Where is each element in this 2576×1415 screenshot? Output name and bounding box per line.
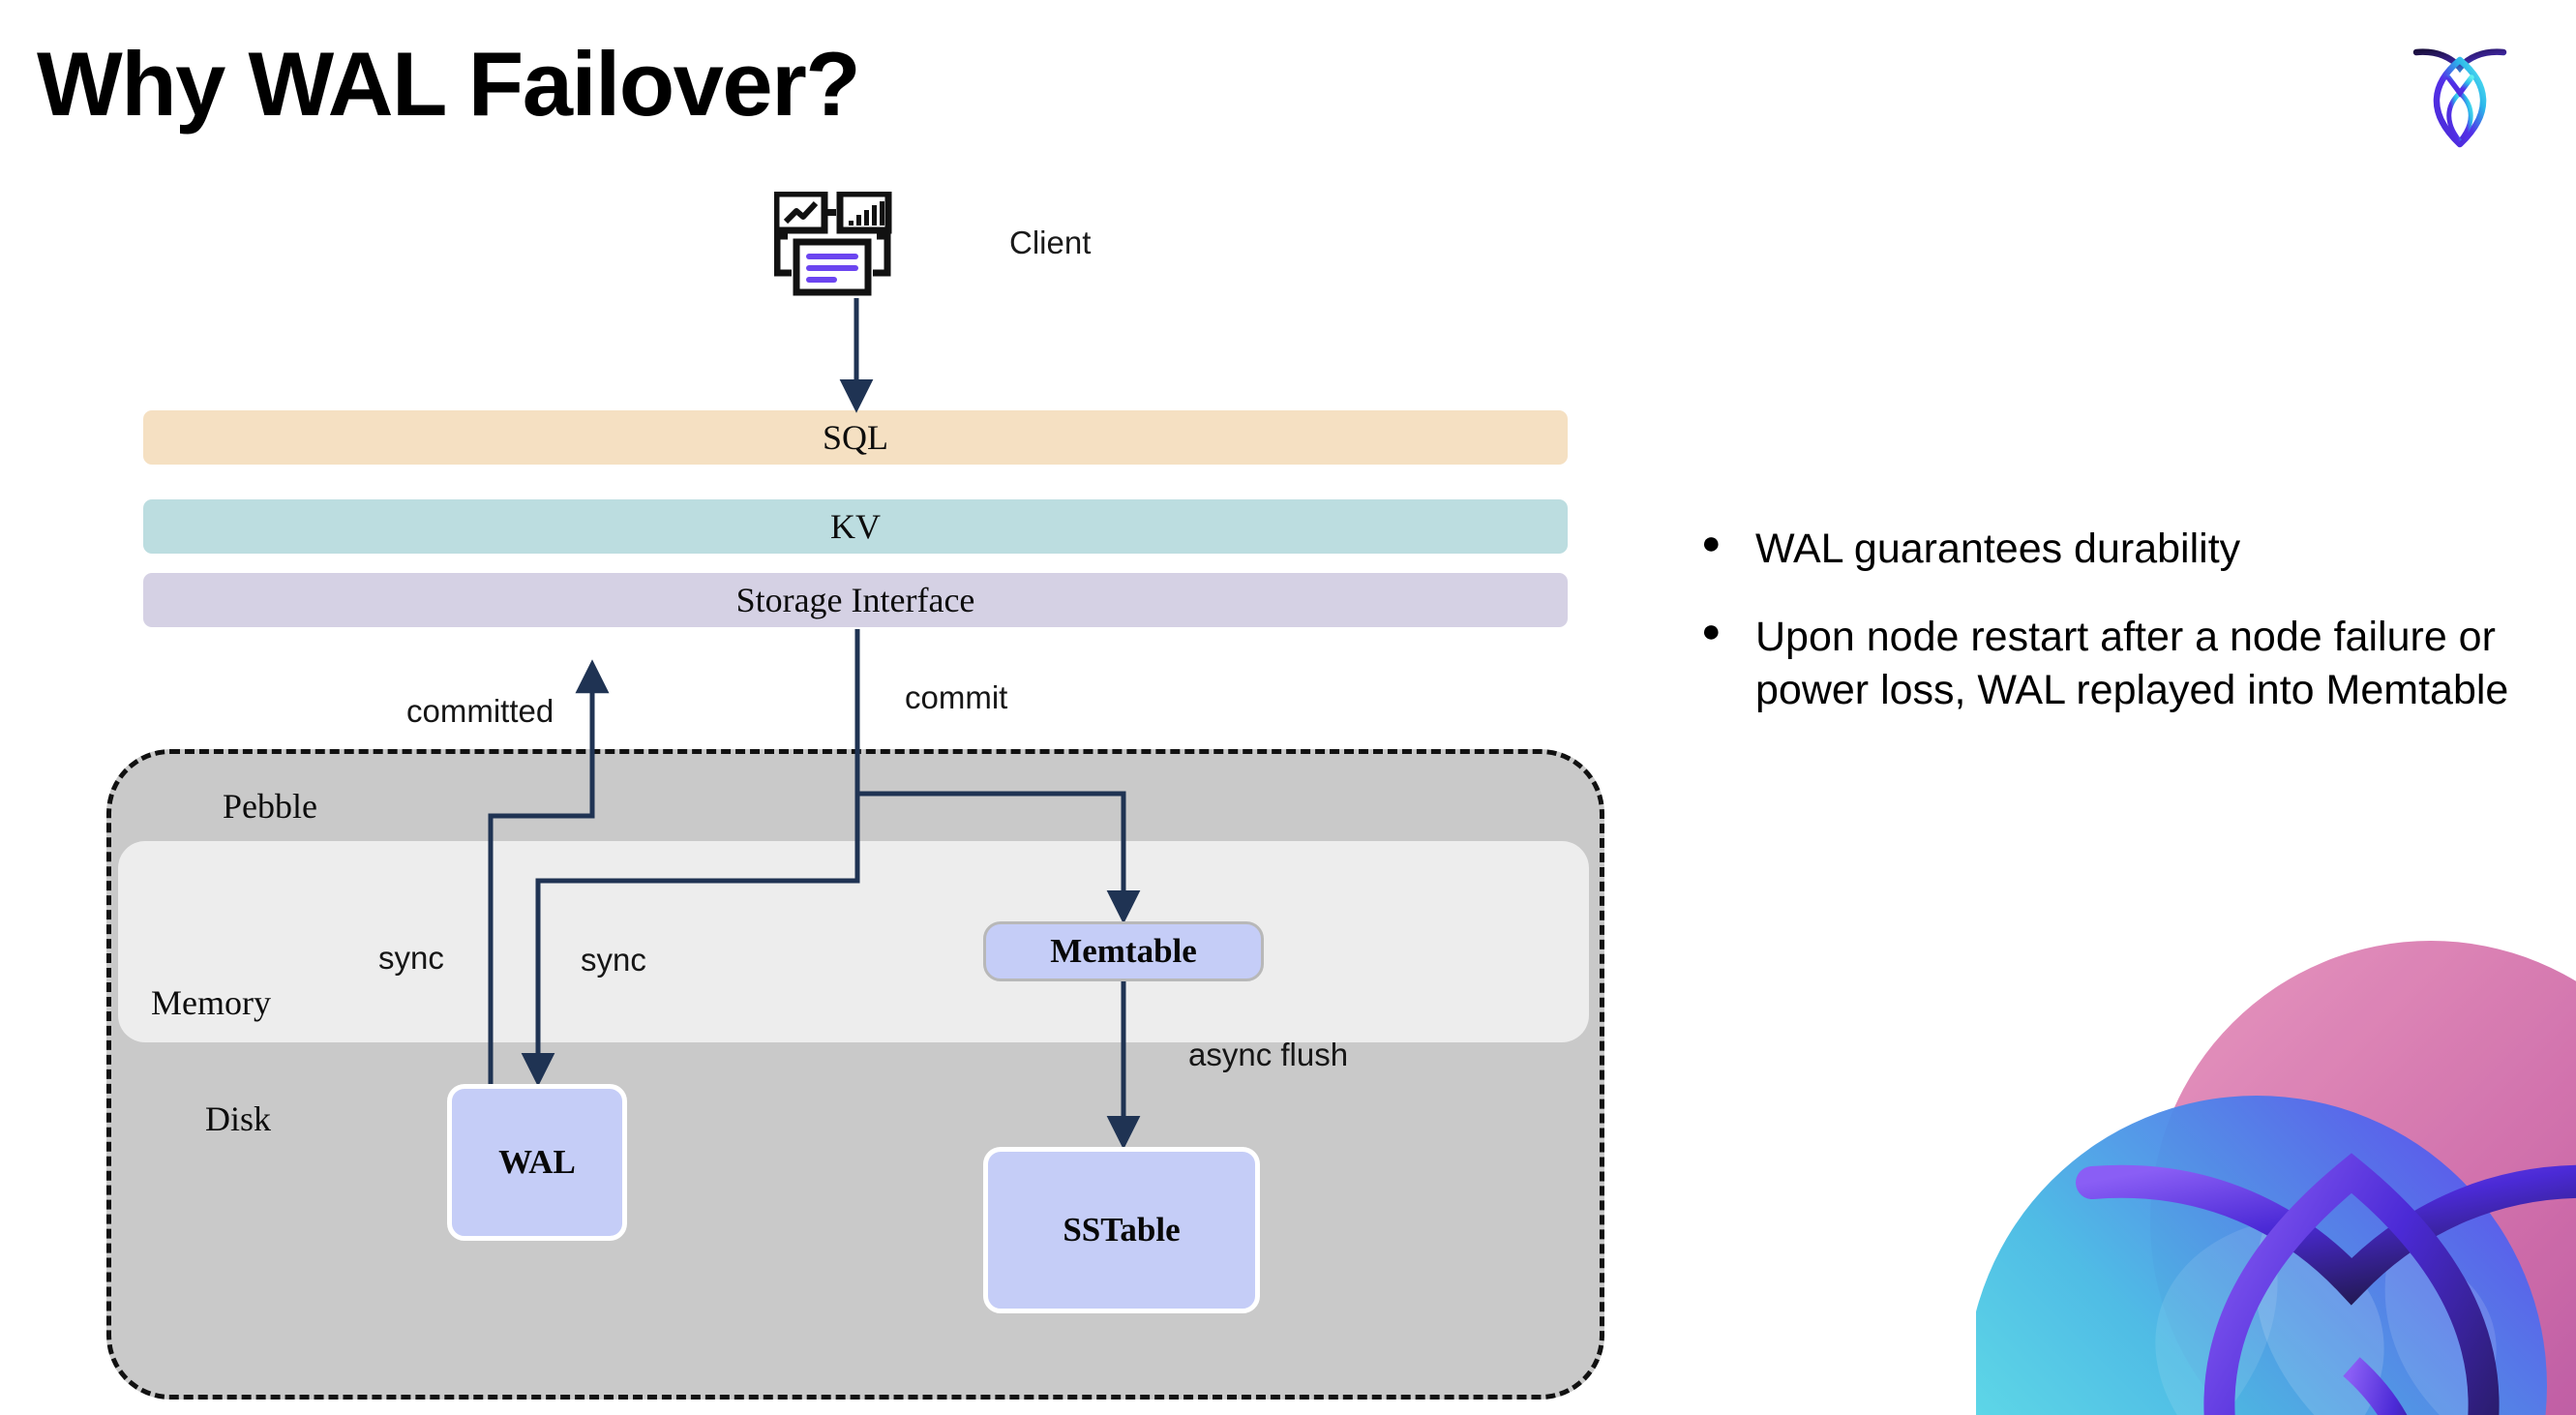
memory-label: Memory xyxy=(151,983,271,1022)
node-label-wal: WAL xyxy=(498,1143,576,1181)
node-memtable: Memtable xyxy=(983,921,1264,981)
cockroachdb-logo-icon xyxy=(2409,35,2511,161)
layer-label-storage-interface: Storage Interface xyxy=(735,581,975,619)
layer-label-sql: SQL xyxy=(822,418,888,457)
memory-region xyxy=(118,841,1589,1042)
list-item: ● Upon node restart after a node failure… xyxy=(1701,611,2533,717)
layer-bar-storage-interface: Storage Interface xyxy=(143,573,1568,627)
layer-bar-sql: SQL xyxy=(143,410,1568,465)
client-analytics-icon xyxy=(772,190,929,298)
bullet-text: WAL guarantees durability xyxy=(1755,526,2241,572)
node-label-memtable: Memtable xyxy=(1050,932,1197,970)
cockroachdb-decorative-circles-icon xyxy=(1976,941,2576,1415)
page-title: Why WAL Failover? xyxy=(37,33,861,135)
disk-label: Disk xyxy=(205,1099,272,1138)
flow-label-sync-right: sync xyxy=(581,942,646,978)
bullet-text: Upon node restart after a node failure o… xyxy=(1755,614,2509,714)
pebble-label: Pebble xyxy=(223,787,317,826)
flow-label-commit: commit xyxy=(905,679,1008,715)
client-label: Client xyxy=(1009,225,1092,260)
flow-label-committed: committed xyxy=(406,693,554,729)
node-label-sstable: SSTable xyxy=(1063,1211,1181,1249)
flow-label-async-flush: async flush xyxy=(1188,1037,1349,1072)
list-item: ● WAL guarantees durability xyxy=(1701,523,2533,576)
node-sstable: SSTable xyxy=(983,1147,1260,1313)
layer-bar-kv: KV xyxy=(143,499,1568,554)
flow-label-sync-left: sync xyxy=(378,940,444,976)
layer-label-kv: KV xyxy=(830,507,881,546)
bullet-marker-icon: ● xyxy=(1701,525,1722,561)
bullet-marker-icon: ● xyxy=(1701,613,1722,650)
node-wal: WAL xyxy=(447,1084,627,1241)
bullet-list: ● WAL guarantees durability ● Upon node … xyxy=(1701,523,2533,752)
